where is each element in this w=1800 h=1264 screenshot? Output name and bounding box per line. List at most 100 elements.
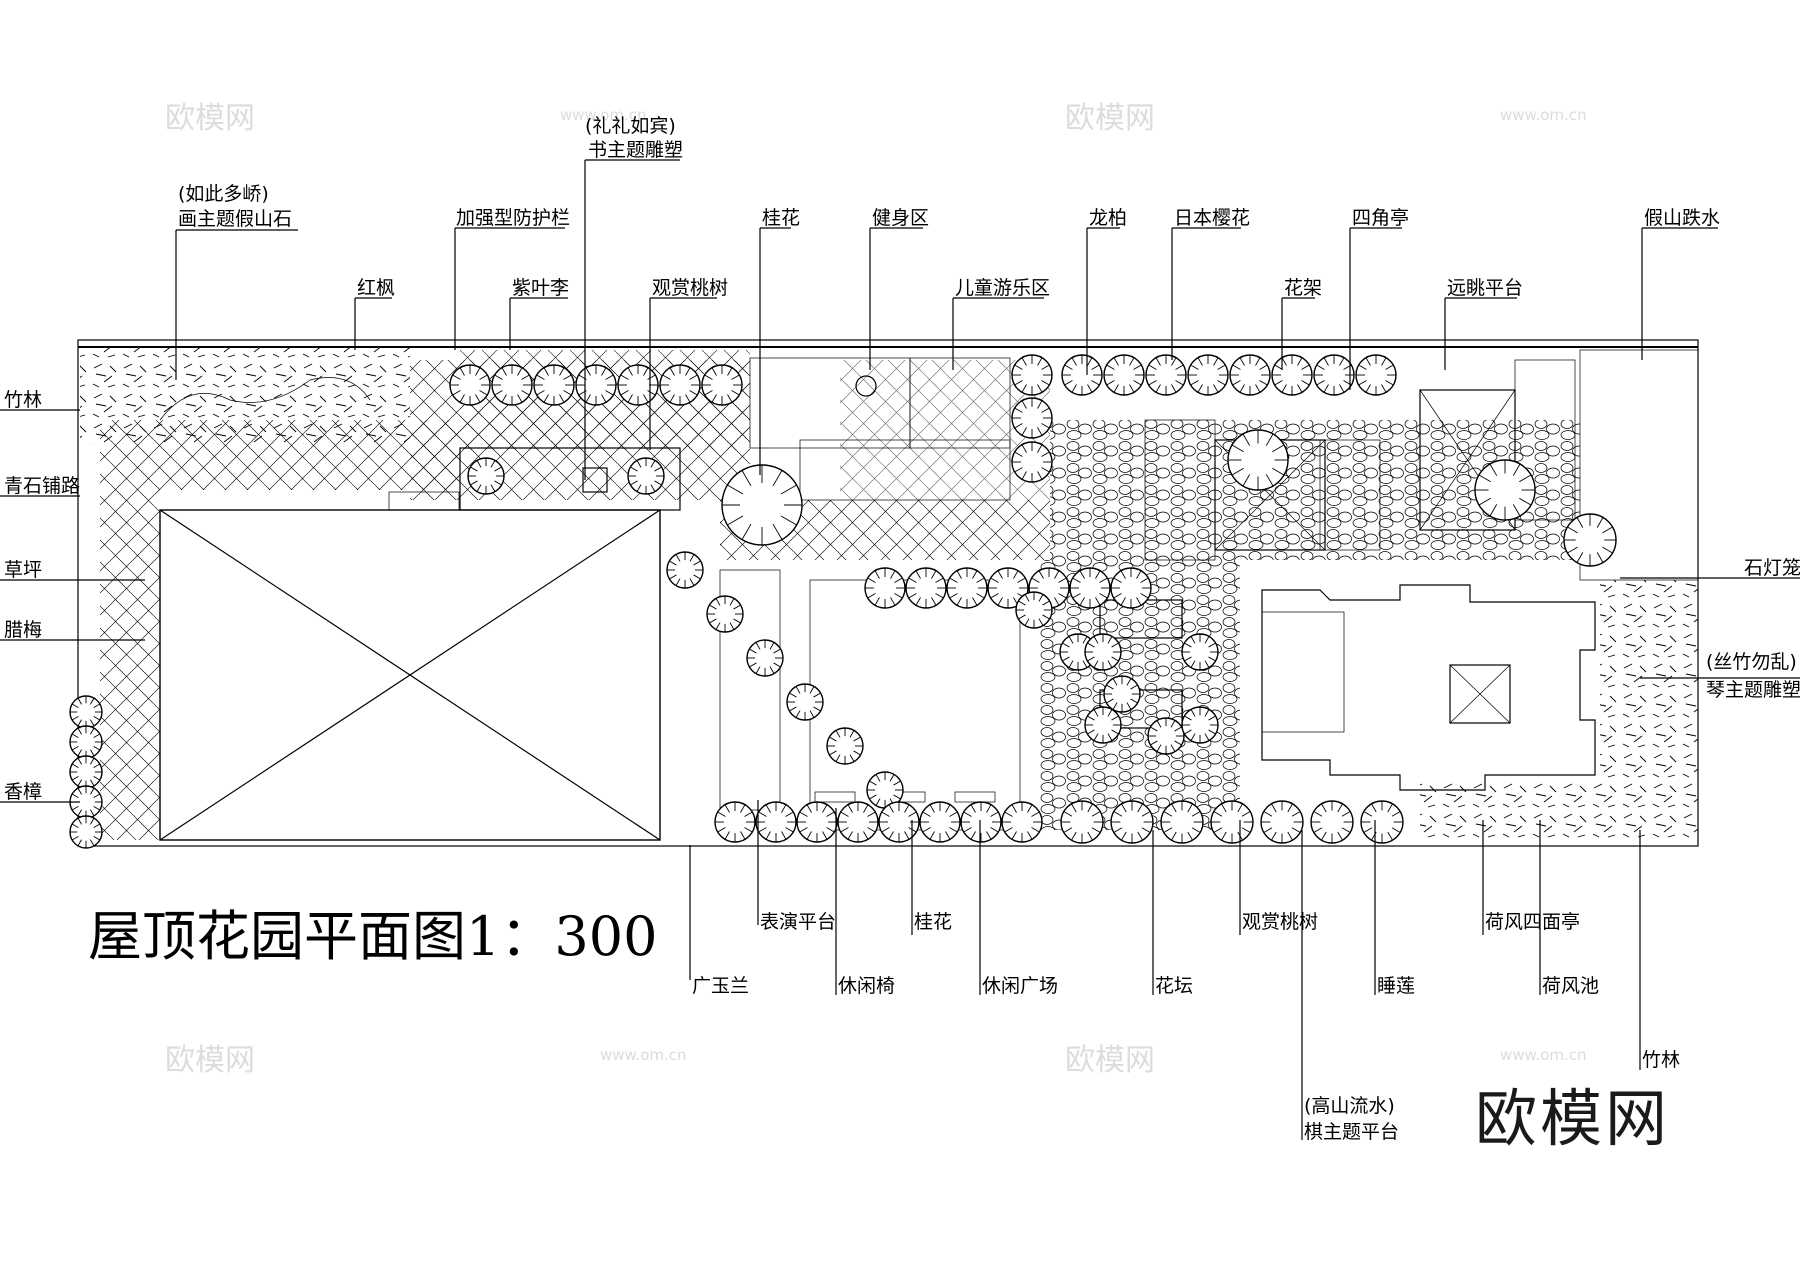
tree-symbol [1160, 800, 1204, 844]
tree-symbol [746, 639, 784, 677]
tree-symbol [1181, 706, 1219, 744]
label-music-line2: 琴主题雕塑 [1706, 679, 1800, 701]
tree-symbol [449, 364, 491, 406]
tree-symbol [1181, 633, 1219, 671]
tree-symbol [960, 801, 1002, 843]
tree-symbol [1355, 354, 1397, 396]
tree-symbol [1084, 633, 1122, 671]
label-flowerbed: 花坛 [1155, 975, 1193, 997]
tree-symbol [796, 801, 838, 843]
label-waterlily: 睡莲 [1377, 975, 1415, 997]
label-poetry-rock-line1: (如此多峤) [178, 183, 269, 205]
watermark-url: www.om.cn [560, 106, 647, 124]
tree-symbol [878, 801, 920, 843]
label-stage: 表演平台 [760, 911, 836, 933]
tree-symbol [1310, 800, 1354, 844]
tree-symbol [721, 464, 803, 546]
label-calligraphy-line1: (礼礼如宾) [585, 115, 676, 137]
tree-symbol [1474, 459, 1536, 521]
label-viewing: 远眺平台 [1447, 277, 1523, 299]
tree-symbol [1011, 397, 1053, 439]
label-poetry-rock-line2: 画主题假山石 [178, 208, 292, 230]
leader-lines [0, 159, 1800, 1140]
tree-symbol [714, 801, 756, 843]
label-fence: 加强型防护栏 [456, 207, 570, 229]
label-wintersweet: 腊梅 [4, 619, 42, 641]
label-calligraphy-line2: 书主题雕塑 [588, 139, 683, 161]
plan-title: 屋顶花园平面图1：300 [88, 905, 657, 968]
tree-symbol [1360, 800, 1404, 844]
label-juniper: 龙柏 [1089, 207, 1127, 229]
label-pavilion4: 四角亭 [1352, 207, 1409, 229]
tree-symbol [1061, 354, 1103, 396]
tree-symbol [575, 364, 617, 406]
label-camphor: 香樟 [4, 781, 42, 803]
label-cherry: 日本樱花 [1174, 207, 1250, 229]
label-lotus-pavilion: 荷风四面亭 [1485, 911, 1580, 933]
tree-symbol [987, 567, 1029, 609]
tree-symbol [1011, 354, 1053, 396]
tree-symbol [701, 364, 743, 406]
label-peach-top: 观赏桃树 [652, 277, 728, 299]
label-stone-path: 青石铺路 [4, 475, 80, 497]
tree-symbol [1563, 513, 1617, 567]
tree-symbol [467, 457, 505, 495]
watermark-url: www.om.cn [600, 1046, 687, 1064]
tree-symbol [69, 755, 103, 789]
tree-symbol [1001, 801, 1043, 843]
tree-symbol [1103, 354, 1145, 396]
watermark-url: www.om.cn [1500, 106, 1587, 124]
watermark-logo: 欧模网 [1065, 101, 1155, 136]
calligraphy-platform [388, 447, 681, 511]
label-magnolia: 广玉兰 [692, 975, 749, 997]
tree-symbol [627, 457, 665, 495]
watermark-logo: 欧模网 [165, 1043, 255, 1078]
label-chess-line2: 棋主题平台 [1304, 1121, 1399, 1143]
tree-symbol [1187, 354, 1229, 396]
rockery-area [80, 348, 410, 444]
tree-symbol [666, 551, 704, 589]
lotus-pond [1261, 584, 1596, 791]
label-chess-line1: (高山流水) [1304, 1095, 1395, 1117]
label-trellis: 花架 [1284, 277, 1322, 299]
watermark-url: www.om.cn [1500, 1046, 1587, 1064]
tree-symbols [69, 354, 1617, 849]
fitness-kids-area [749, 357, 1011, 501]
watermark-logo: 欧模网 [1065, 1043, 1155, 1078]
tree-symbol [1110, 567, 1152, 609]
label-osmanthus-top: 桂花 [762, 207, 800, 229]
tree-symbol [617, 364, 659, 406]
tree-symbol [905, 567, 947, 609]
label-stone-lantern: 石灯笼 [1744, 557, 1800, 579]
tree-symbol [919, 801, 961, 843]
tree-symbol [1084, 706, 1122, 744]
tree-symbol [755, 801, 797, 843]
tree-symbol [1103, 675, 1141, 713]
bamboo-right [1420, 580, 1698, 840]
tree-symbol [1210, 800, 1254, 844]
tree-symbol [659, 364, 701, 406]
label-bench: 休闲椅 [838, 975, 895, 997]
label-bamboo-right: 竹林 [1642, 1049, 1680, 1071]
tree-symbol [837, 801, 879, 843]
tree-symbol [1147, 717, 1185, 755]
tree-symbol [706, 595, 744, 633]
tree-symbol [491, 364, 533, 406]
label-kids: 儿童游乐区 [955, 277, 1050, 299]
label-red-maple: 红枫 [357, 277, 395, 299]
tree-symbol [533, 364, 575, 406]
label-bamboo-left: 竹林 [4, 389, 42, 411]
tree-symbol [69, 815, 103, 849]
tree-symbol [1229, 354, 1271, 396]
label-fitness: 健身区 [872, 207, 929, 229]
label-music-line1: (丝竹勿乱) [1706, 651, 1797, 673]
tree-symbol [1015, 591, 1053, 629]
label-lotus-pond: 荷风池 [1542, 975, 1599, 997]
tree-symbol [1110, 800, 1154, 844]
label-purple-plum: 紫叶李 [512, 277, 569, 299]
tree-symbol [946, 567, 988, 609]
label-rockery-water: 假山跌水 [1644, 207, 1720, 229]
tree-symbol [1260, 800, 1304, 844]
tree-symbol [1145, 354, 1187, 396]
